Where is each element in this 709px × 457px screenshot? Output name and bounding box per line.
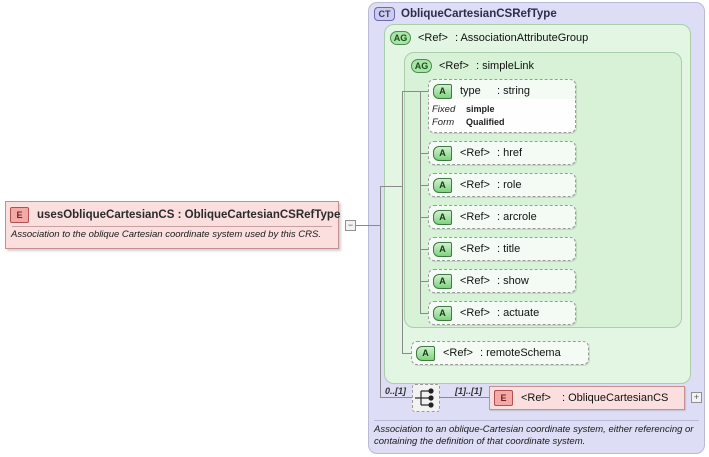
attribute-row-href[interactable]: A <Ref> : href bbox=[428, 141, 576, 165]
connector-line bbox=[420, 91, 421, 313]
element-divider bbox=[12, 226, 332, 227]
attributegroup-icon: AG bbox=[390, 30, 411, 45]
attribute-type: : string bbox=[497, 85, 531, 97]
referenced-element-type: : ObliqueCartesianCS bbox=[562, 392, 669, 404]
connector-line bbox=[380, 397, 412, 398]
attribute-type: : actuate bbox=[497, 307, 540, 319]
connector-line bbox=[380, 186, 402, 187]
attribute-name: <Ref> bbox=[460, 211, 490, 223]
attribute-group-inner-type: : simpleLink bbox=[475, 59, 535, 72]
attribute-type: : title bbox=[497, 243, 521, 255]
attributegroup-icon: AG bbox=[411, 58, 432, 73]
attribute-name: <Ref> bbox=[460, 243, 490, 255]
attribute-icon: A bbox=[433, 273, 452, 289]
cardinality-right: [1]..[1] bbox=[455, 386, 482, 396]
attribute-group-inner-header[interactable]: AG <Ref> : simpleLink bbox=[411, 57, 534, 74]
attribute-group-outer-type: : AssociationAttributeGroup bbox=[454, 31, 589, 44]
connector-line bbox=[440, 397, 489, 398]
attribute-name: <Ref> bbox=[460, 307, 490, 319]
element-documentation: Association to the oblique Cartesian coo… bbox=[11, 229, 321, 240]
attribute-facets: Fixed simple Form Qualified bbox=[432, 103, 572, 129]
complex-type-divider bbox=[374, 420, 699, 421]
attribute-icon: A bbox=[433, 209, 452, 225]
connector-line bbox=[420, 281, 429, 282]
attribute-icon: A bbox=[433, 177, 452, 193]
complex-type-header: CT ObliqueCartesianCSRefType bbox=[374, 5, 557, 23]
element-icon: E bbox=[10, 206, 29, 223]
connector-line bbox=[420, 153, 429, 154]
attribute-type: : href bbox=[497, 147, 523, 159]
complex-type-title: ObliqueCartesianCSRefType bbox=[401, 8, 557, 20]
attribute-name: <Ref> bbox=[460, 275, 490, 287]
cardinality-left: 0..[1] bbox=[385, 386, 407, 396]
attribute-type: : arcrole bbox=[497, 211, 537, 223]
attribute-type: : show bbox=[497, 275, 529, 287]
attribute-icon: A bbox=[433, 145, 452, 161]
element-header: E usesObliqueCartesianCS : ObliqueCartes… bbox=[10, 205, 340, 224]
attribute-name: <Ref> bbox=[460, 179, 490, 191]
attribute-type: : remoteSchema bbox=[480, 347, 561, 359]
referenced-element-ref: <Ref> bbox=[521, 392, 551, 404]
complex-type-documentation: Association to an oblique-Cartesian coor… bbox=[374, 424, 694, 447]
sequence-connector-icon[interactable] bbox=[412, 384, 440, 412]
element-title: usesObliqueCartesianCS : ObliqueCartesia… bbox=[37, 208, 341, 221]
attribute-row-title[interactable]: A <Ref> : title bbox=[428, 237, 576, 261]
connector-line bbox=[420, 217, 429, 218]
attribute-row-arcrole[interactable]: A <Ref> : arcrole bbox=[428, 205, 576, 229]
element-icon: E bbox=[494, 390, 513, 406]
attribute-row-show[interactable]: A <Ref> : show bbox=[428, 269, 576, 293]
connector-line bbox=[420, 91, 429, 92]
facet-form-value: Qualified bbox=[466, 117, 505, 127]
attribute-icon: A bbox=[416, 345, 435, 361]
connector-line bbox=[356, 225, 380, 226]
connector-line bbox=[420, 185, 429, 186]
attribute-type: : role bbox=[497, 179, 522, 191]
attribute-name: <Ref> bbox=[443, 347, 473, 359]
complextype-icon: CT bbox=[374, 7, 395, 21]
attribute-group-outer-ref: <Ref> bbox=[418, 31, 448, 44]
connector-line bbox=[402, 353, 412, 354]
attribute-icon: A bbox=[433, 241, 452, 257]
attribute-row-remoteschema[interactable]: A <Ref> : remoteSchema bbox=[411, 341, 589, 365]
facet-form-label: Form bbox=[432, 117, 455, 128]
attribute-name: type bbox=[460, 85, 481, 97]
attribute-icon: A bbox=[433, 305, 452, 321]
facet-fixed-value: simple bbox=[466, 104, 495, 114]
facet-fixed-label: Fixed bbox=[432, 104, 456, 115]
attribute-group-outer-header[interactable]: AG <Ref> : AssociationAttributeGroup bbox=[390, 29, 588, 46]
element-box[interactable] bbox=[5, 201, 339, 249]
attribute-group-inner-ref: <Ref> bbox=[439, 59, 469, 72]
connector-line bbox=[380, 225, 381, 398]
referenced-element-row[interactable]: E <Ref> : ObliqueCartesianCS bbox=[489, 386, 685, 410]
attribute-row-actuate[interactable]: A <Ref> : actuate bbox=[428, 301, 576, 325]
connector-line bbox=[420, 313, 429, 314]
element-collapse-toggle[interactable]: − bbox=[345, 220, 356, 231]
attribute-name: <Ref> bbox=[460, 147, 490, 159]
referenced-element-expand-toggle[interactable]: + bbox=[691, 392, 702, 403]
facet-form: Form Qualified bbox=[432, 116, 572, 129]
attribute-facets-box bbox=[428, 99, 576, 133]
connector-line bbox=[402, 91, 420, 92]
connector-line bbox=[420, 249, 429, 250]
attribute-row-role[interactable]: A <Ref> : role bbox=[428, 173, 576, 197]
connector-line bbox=[402, 91, 403, 353]
attribute-icon: A bbox=[433, 83, 452, 99]
facet-fixed: Fixed simple bbox=[432, 103, 572, 116]
